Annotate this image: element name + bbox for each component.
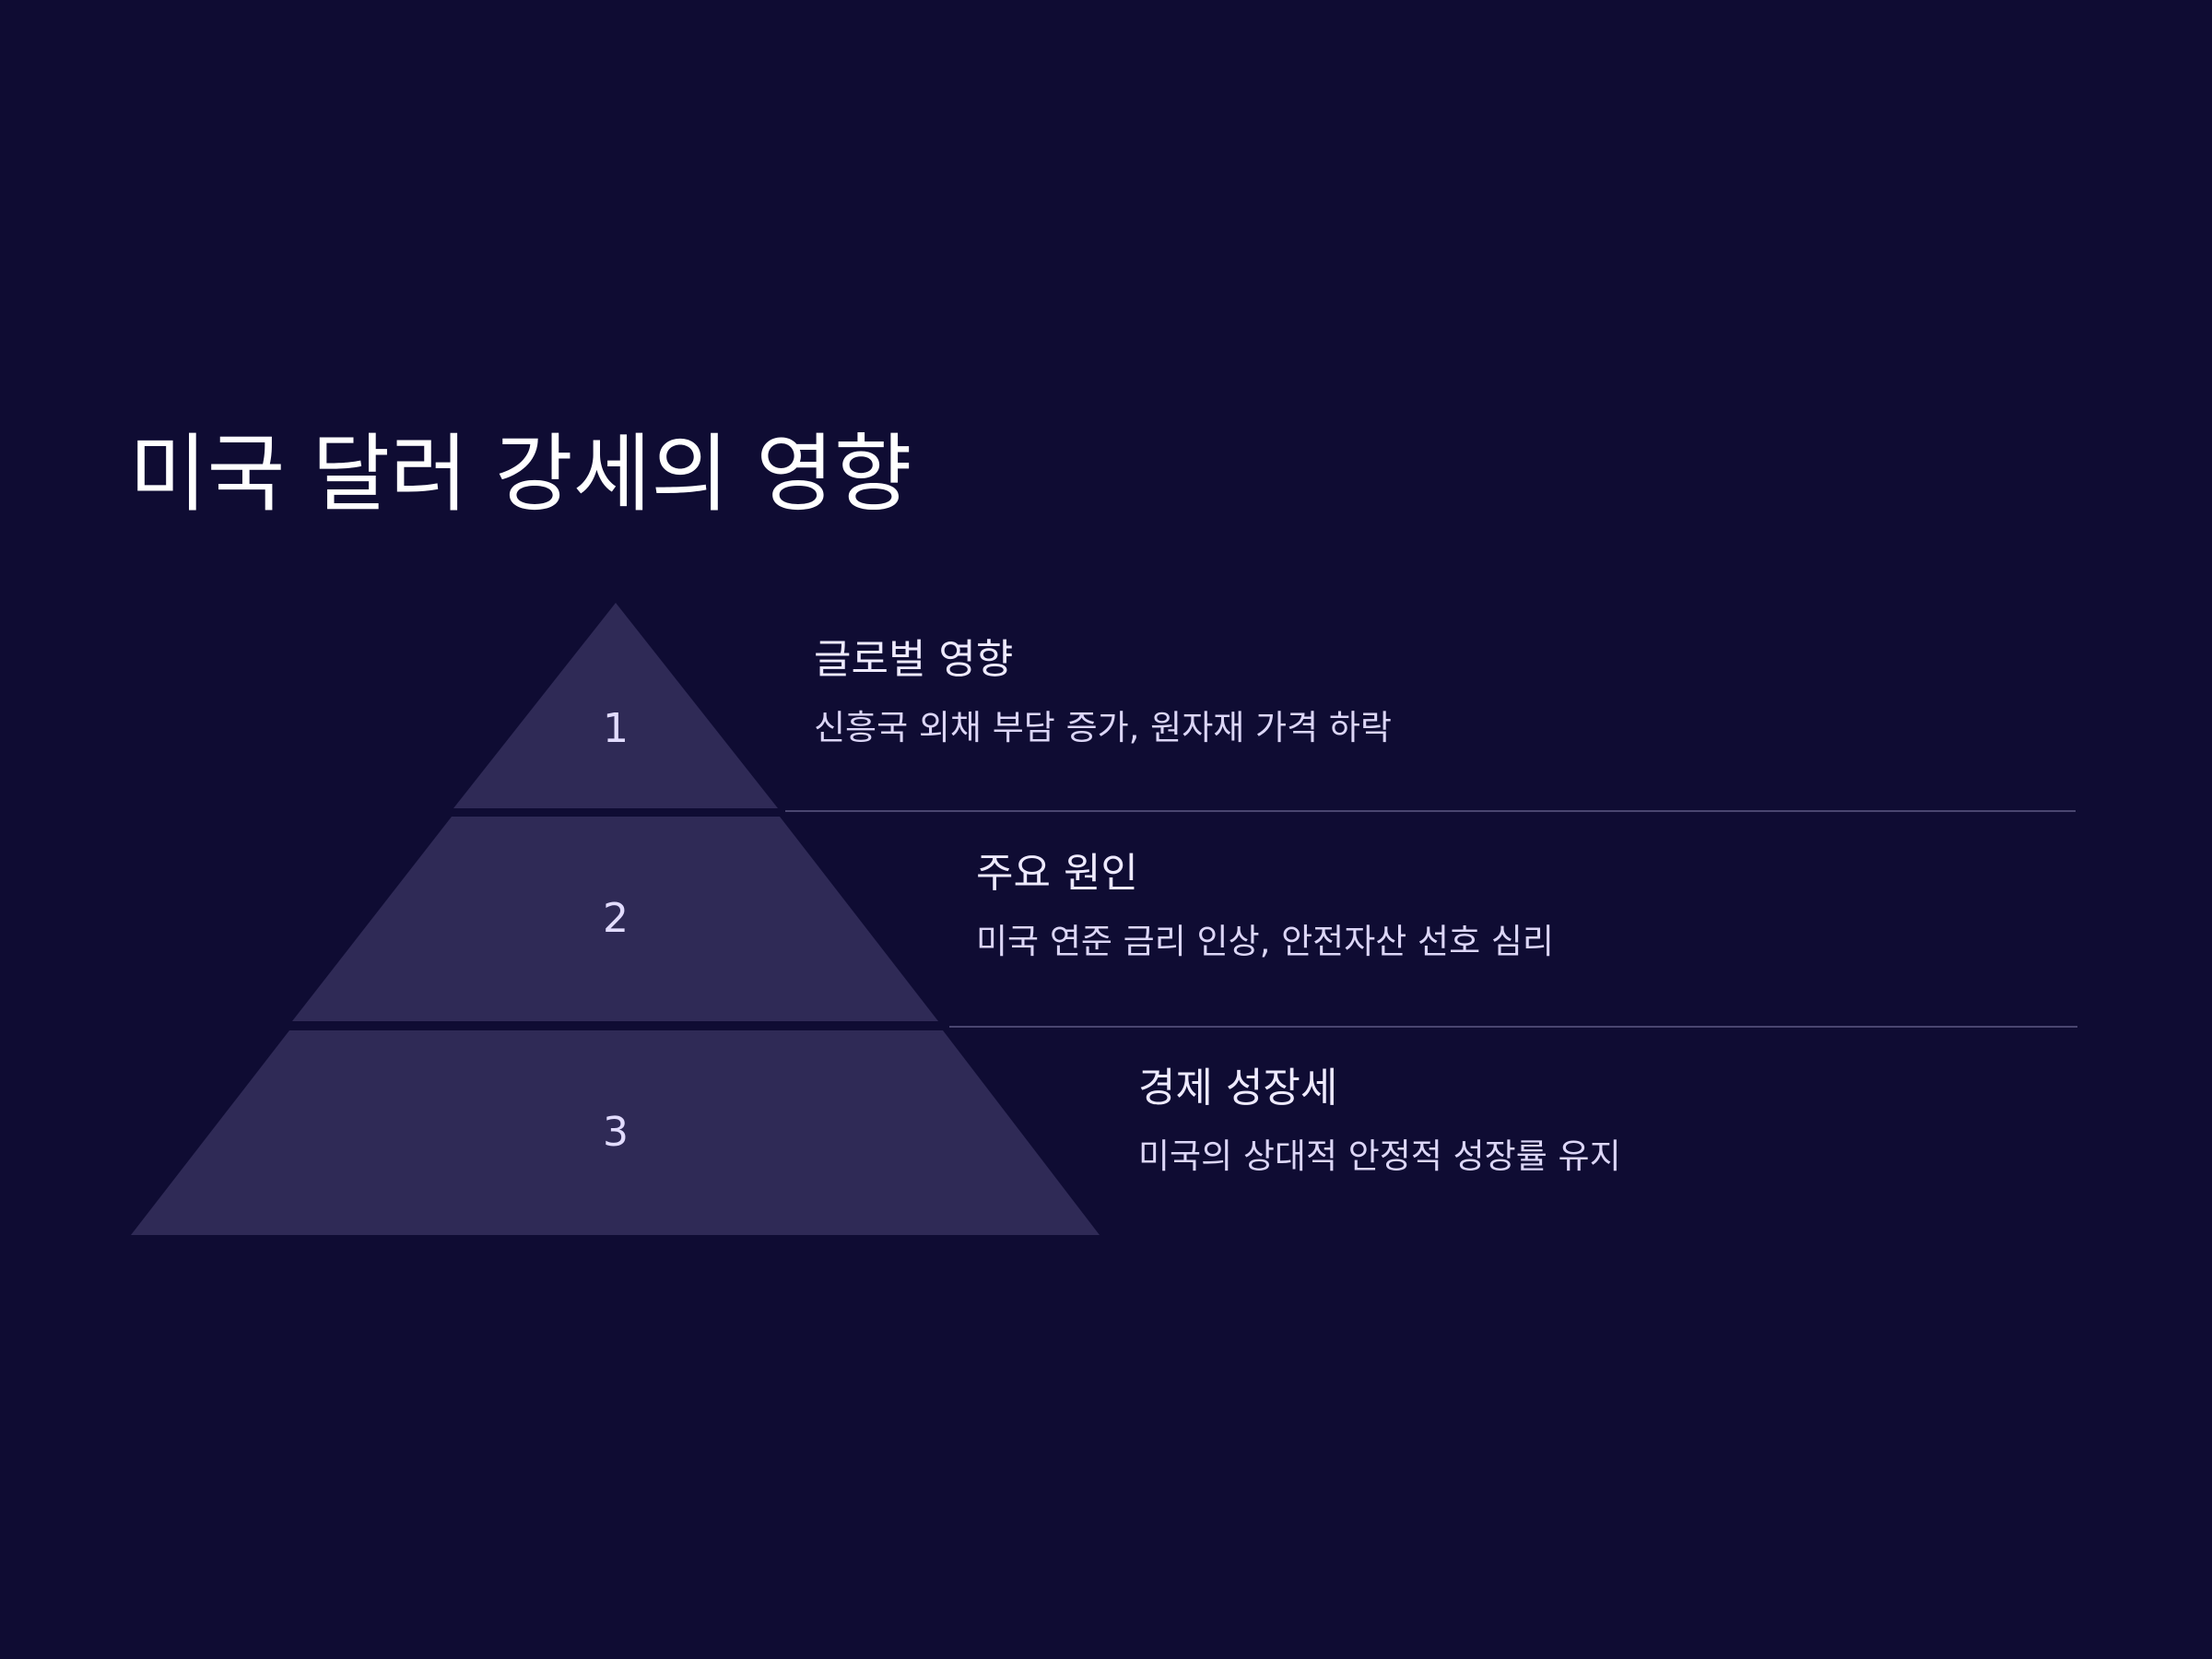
level-heading: 주요 원인 bbox=[976, 850, 1138, 897]
slide-title: 미국 달러 강세의 영향 bbox=[129, 425, 912, 524]
level-1: 글로벌 영향 신흥국 외채 부담 증가, 원자재 가격 하락 bbox=[814, 634, 1392, 750]
pyramid-tier-1 bbox=[453, 603, 778, 808]
tier-number-2: 2 bbox=[603, 895, 629, 942]
level-description: 미국의 상대적 안정적 성장률 유지 bbox=[1138, 1136, 1621, 1176]
level-description: 미국 연준 금리 인상, 안전자산 선호 심리 bbox=[976, 922, 1554, 961]
pyramid-tier-3 bbox=[131, 1030, 1100, 1235]
level-description: 신흥국 외채 부담 증가, 원자재 가격 하락 bbox=[814, 708, 1392, 747]
pyramid-tier-2 bbox=[292, 817, 938, 1021]
level-2: 주요 원인 미국 연준 금리 인상, 안전자산 선호 심리 bbox=[976, 848, 1554, 964]
level-heading: 글로벌 영향 bbox=[814, 636, 1014, 683]
tier-number-3: 3 bbox=[603, 1109, 629, 1156]
level-3: 경제 성장세 미국의 상대적 안정적 성장률 유지 bbox=[1138, 1063, 1621, 1179]
tier-number-1: 1 bbox=[603, 705, 629, 752]
level-heading: 경제 성장세 bbox=[1138, 1065, 1338, 1112]
